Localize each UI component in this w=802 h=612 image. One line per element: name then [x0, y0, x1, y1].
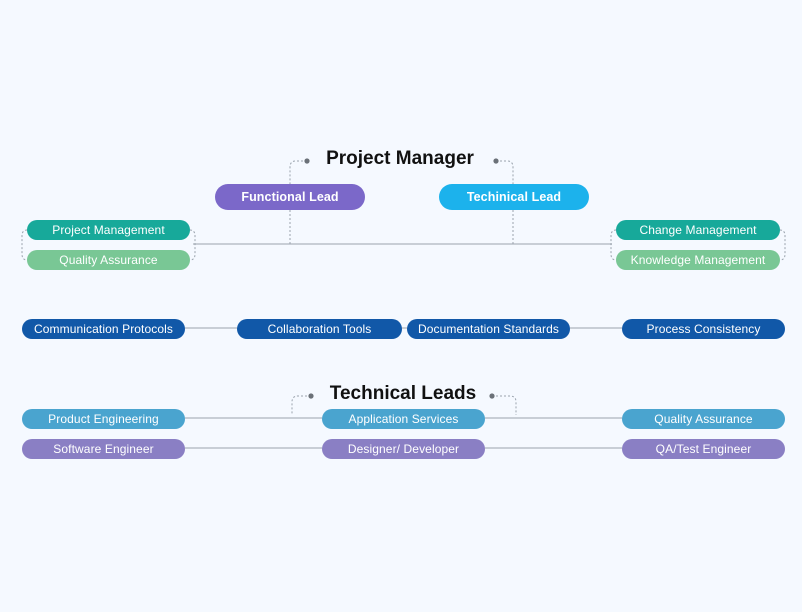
- knowledge-management-node: Knowledge Management: [616, 250, 780, 270]
- technical-lead-node: Techinical Lead: [439, 184, 589, 210]
- functional-lead-node: Functional Lead: [215, 184, 365, 210]
- documentation-standards-node: Documentation Standards: [407, 319, 570, 339]
- page-title-project-manager: Project Manager: [326, 148, 474, 169]
- software-engineer-node: Software Engineer: [22, 439, 185, 459]
- application-services-node: Application Services: [322, 409, 485, 429]
- pm-bracket-right-dot: [493, 158, 499, 164]
- quality-assurance-node-right: Quality Assurance: [622, 409, 785, 429]
- collaboration-tools-node: Collaboration Tools: [237, 319, 402, 339]
- change-management-node: Change Management: [616, 220, 780, 240]
- tl-bracket-left: [291, 395, 311, 415]
- right-group-bracket-outer: [779, 229, 786, 261]
- quality-assurance-node-left: Quality Assurance: [27, 250, 190, 270]
- pm-bracket-left: [289, 160, 307, 184]
- pm-bracket-left-dot: [304, 158, 310, 164]
- qa-test-engineer-node: QA/Test Engineer: [622, 439, 785, 459]
- left-group-bracket-outer: [21, 229, 28, 261]
- section-title-technical-leads: Technical Leads: [329, 383, 477, 404]
- tl-bracket-right-dot: [489, 393, 495, 399]
- product-engineering-node: Product Engineering: [22, 409, 185, 429]
- communication-protocols-node: Communication Protocols: [22, 319, 185, 339]
- designer-developer-node: Designer/ Developer: [322, 439, 485, 459]
- connector-lines: [21, 158, 786, 449]
- pm-bracket-right: [496, 160, 514, 184]
- left-group-bracket-inner: [189, 229, 196, 261]
- right-group-bracket-inner: [610, 229, 617, 261]
- tl-bracket-left-dot: [308, 393, 314, 399]
- project-management-node: Project Management: [27, 220, 190, 240]
- process-consistency-node: Process Consistency: [622, 319, 785, 339]
